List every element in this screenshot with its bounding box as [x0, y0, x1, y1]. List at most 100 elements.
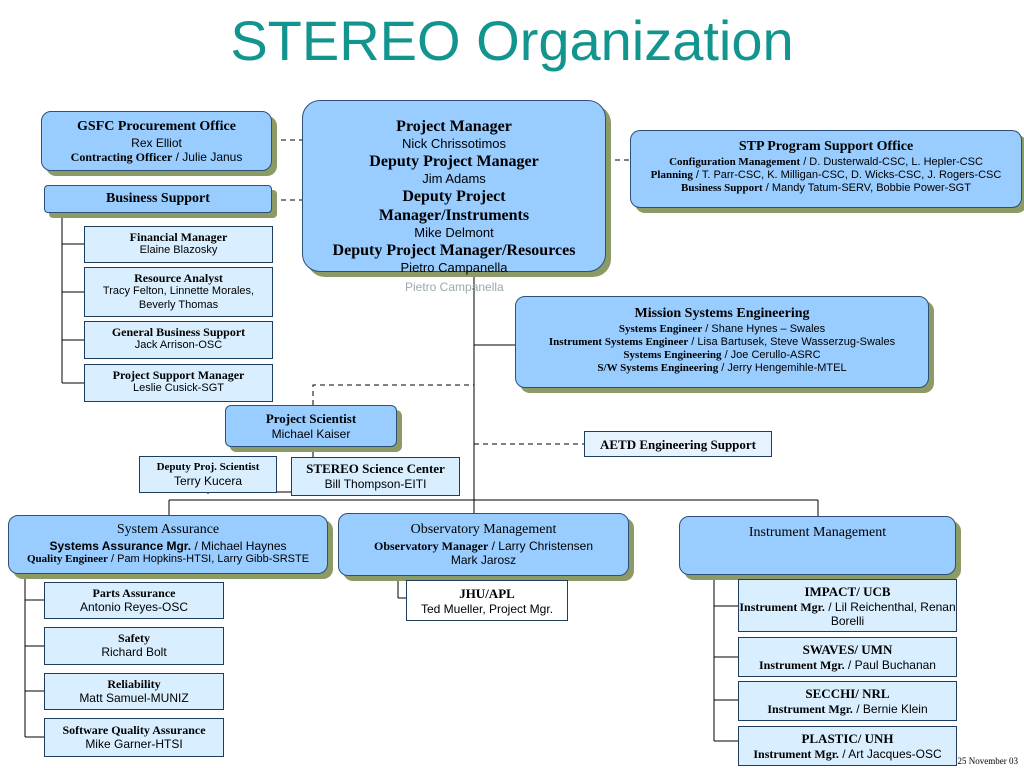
parts-name: Antonio Reyes-OSC	[79, 600, 189, 615]
stp-r3-names: / Mandy Tatum-SERV, Bobbie Power-SGT	[762, 182, 971, 195]
impact-names: / Lil Reichenthal, Renan Borelli	[824, 599, 956, 628]
stp-heading: STP Program Support Office	[738, 139, 914, 154]
om-heading: Observatory Management	[410, 522, 557, 537]
plastic-heading: PLASTIC/ UNH	[801, 731, 894, 746]
resource-heading: Resource Analyst	[134, 271, 223, 285]
om-row-2: Mark Jarosz	[450, 553, 517, 568]
stp-r3-role: Business Support	[681, 182, 763, 195]
reliability-heading: Reliability	[107, 677, 161, 691]
deputy-sci-name: Terry Kucera	[173, 474, 243, 489]
gsfc-role: Contracting Officer	[70, 150, 173, 165]
sa-heading: System Assurance	[116, 522, 220, 537]
resource-analyst-box: Resource Analyst Tracy Felton, Linnette …	[84, 267, 273, 317]
sa-row-2: Quality Engineer / Pam Hopkins-HTSI, Lar…	[9, 553, 327, 566]
mse-row-4: S/W Systems Engineering / Jerry Hengemih…	[516, 362, 928, 375]
impact-heading: IMPACT/ UCB	[804, 584, 891, 599]
scientist-heading: Project Scientist	[265, 411, 357, 426]
mse-r1-names: / Shane Hynes – Swales	[702, 322, 826, 335]
swaves-heading: SWAVES/ UMN	[802, 642, 893, 657]
footer-date: 25 November 03	[957, 756, 1019, 766]
general-bs-name: Jack Arrison-OSC	[134, 339, 223, 352]
impact-row: Instrument Mgr. / Lil Reichenthal, Renan…	[739, 600, 956, 629]
plastic-unh-box: PLASTIC/ UNH Instrument Mgr. / Art Jacqu…	[738, 726, 957, 766]
plastic-names: / Art Jacques-OSC	[838, 746, 942, 761]
reliability-box: Reliability Matt Samuel-MUNIZ	[44, 673, 224, 710]
secchi-row: Instrument Mgr. / Bernie Klein	[739, 702, 956, 716]
mse-row-1: Systems Engineer / Shane Hynes – Swales	[516, 323, 928, 336]
safety-name: Richard Bolt	[101, 645, 167, 660]
parts-assurance-box: Parts Assurance Antonio Reyes-OSC	[44, 582, 224, 619]
financial-manager-box: Financial Manager Elaine Blazosky	[84, 226, 273, 263]
sqa-heading: Software Quality Assurance	[62, 723, 206, 737]
swaves-umn-box: SWAVES/ UMN Instrument Mgr. / Paul Bucha…	[738, 637, 957, 677]
stp-program-support-box: STP Program Support Office Configuration…	[630, 130, 1022, 208]
business-support-box: Business Support	[44, 185, 272, 213]
pm-name: Nick Chrissotimos	[401, 136, 506, 152]
parts-heading: Parts Assurance	[92, 586, 176, 600]
sa-r2-role: Quality Engineer	[26, 553, 108, 566]
impact-ucb-box: IMPACT/ UCB Instrument Mgr. / Lil Reiche…	[738, 579, 957, 632]
om-r1-names: / Larry Christensen	[488, 538, 594, 553]
om-row-1: Observatory Manager / Larry Christensen	[339, 539, 628, 553]
system-assurance-box: System Assurance Systems Assurance Mgr. …	[8, 515, 328, 574]
ssc-name: Bill Thompson-EITI	[324, 476, 427, 491]
deputy-sci-heading: Deputy Proj. Scientist	[156, 461, 260, 473]
psm-heading: Project Support Manager	[112, 368, 245, 382]
jhu-heading: JHU/APL	[459, 586, 515, 601]
secchi-nrl-box: SECCHI/ NRL Instrument Mgr. / Bernie Kle…	[738, 681, 957, 721]
page-title: STEREO Organization	[230, 9, 794, 72]
project-support-manager-box: Project Support Manager Leslie Cusick-SG…	[84, 364, 273, 402]
gsfc-procurement-box: GSFC Procurement Office Rex Elliot Contr…	[41, 111, 272, 171]
stp-r1-names: / D. Dusterwald-CSC, L. Hepler-CSC	[800, 155, 983, 168]
mse-r4-names: / Jerry Hengemihle-MTEL	[718, 362, 847, 375]
secchi-names: / Bernie Klein	[852, 701, 928, 716]
mse-row-2: Instrument Systems Engineer / Lisa Bartu…	[516, 336, 928, 349]
mse-r2-names: / Lisa Bartusek, Steve Wasserzug-Swales	[688, 335, 896, 348]
software-quality-assurance-box: Software Quality Assurance Mike Garner-H…	[44, 718, 224, 757]
stp-row-3: Business Support / Mandy Tatum-SERV, Bob…	[631, 182, 1021, 195]
dashed-link-scientist	[312, 384, 474, 405]
jhu-apl-box: JHU/APL Ted Mueller, Project Mgr.	[406, 580, 568, 621]
mse-r3-role: Systems Engineering	[623, 349, 722, 362]
general-business-support-box: General Business Support Jack Arrison-OS…	[84, 321, 273, 359]
reliability-name: Matt Samuel-MUNIZ	[79, 691, 189, 706]
mse-r1-role: Systems Engineer	[618, 322, 703, 335]
impact-role: Instrument Mgr.	[739, 599, 825, 614]
psm-name: Leslie Cusick-SGT	[132, 382, 225, 395]
plastic-row: Instrument Mgr. / Art Jacques-OSC	[739, 747, 956, 761]
pm-heading: Project Manager	[396, 118, 512, 135]
mission-systems-engineering-box: Mission Systems Engineering Systems Engi…	[515, 296, 929, 388]
dpm-resources-heading: Deputy Project Manager/Resources	[332, 241, 576, 259]
swaves-row: Instrument Mgr. / Paul Buchanan	[739, 658, 956, 672]
dpm-instruments-name: Mike Delmont	[414, 224, 494, 240]
gsfc-role-line: Contracting Officer / Julie Janus	[42, 150, 271, 164]
secchi-role: Instrument Mgr.	[767, 701, 853, 716]
safety-heading: Safety	[118, 631, 150, 645]
mse-row-3: Systems Engineering / Joe Cerullo-ASRC	[516, 349, 928, 362]
aetd-engineering-support-box: AETD Engineering Support	[584, 431, 772, 457]
secchi-heading: SECCHI/ NRL	[805, 686, 890, 701]
swaves-role: Instrument Mgr.	[759, 657, 845, 672]
gsfc-heading: GSFC Procurement Office	[77, 119, 236, 134]
mse-r2-role: Instrument Systems Engineer	[548, 335, 689, 348]
stp-r2-role: Planning	[650, 168, 693, 181]
resource-names: Tracy Felton, Linnette Morales, Beverly …	[102, 285, 255, 311]
stp-row-2: Planning / T. Parr-CSC, K. Milligan-CSC,…	[631, 169, 1021, 182]
sa-r2-names: / Pam Hopkins-HTSI, Larry Gibb-SRSTE	[107, 553, 310, 566]
dpm-heading: Deputy Project Manager	[369, 152, 539, 170]
business-support-heading: Business Support	[106, 191, 210, 206]
mse-r3-names: / Joe Cerullo-ASRC	[721, 349, 821, 362]
deputy-project-scientist-box: Deputy Proj. Scientist Terry Kucera	[139, 456, 277, 493]
financial-name: Elaine Blazosky	[139, 244, 218, 257]
sa-r1-names: / Michael Haynes	[191, 538, 287, 553]
stp-r1-role: Configuration Management	[669, 155, 801, 168]
dpm-resources-name: Pietro Campanella	[400, 259, 508, 275]
observatory-management-box: Observatory Management Observatory Manag…	[338, 513, 629, 576]
ssc-heading: STEREO Science Center	[306, 461, 445, 476]
instrument-management-box: Instrument Management	[679, 516, 956, 575]
financial-heading: Financial Manager	[129, 230, 228, 244]
stp-row-1: Configuration Management / D. Dusterwald…	[631, 156, 1021, 169]
stereo-science-center-box: STEREO Science Center Bill Thompson-EITI	[291, 457, 460, 496]
sqa-name: Mike Garner-HTSI	[85, 737, 183, 752]
swaves-names: / Paul Buchanan	[844, 657, 936, 672]
